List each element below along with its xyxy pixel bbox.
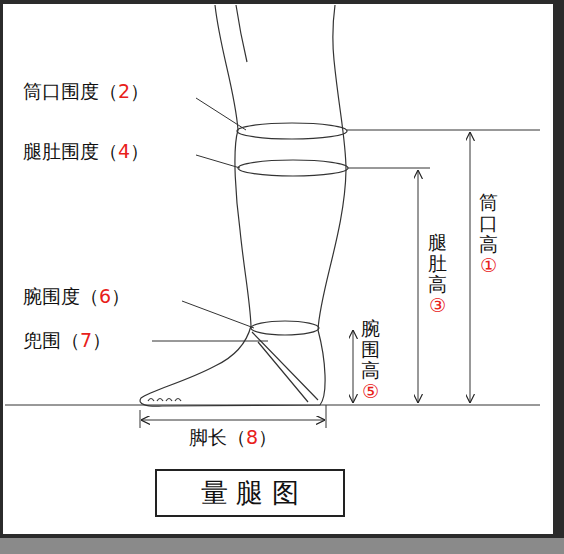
knee-line	[236, 5, 247, 62]
bottom-strip	[0, 538, 564, 554]
dimension-label: 筒口高①	[478, 192, 499, 276]
cuff-ring	[237, 123, 347, 139]
ankle-ring	[251, 321, 319, 335]
dimension-label: 腿肚高③	[427, 232, 448, 316]
part-label: 腕围度（6）	[22, 285, 131, 308]
part-label: 兜围（7）	[22, 329, 112, 352]
cuff-level-line	[347, 130, 540, 131]
tick	[326, 405, 327, 428]
part-label: 腿肚围度（4）	[22, 140, 150, 163]
calf-ring	[238, 160, 348, 176]
part-label: 筒口围度（2）	[22, 80, 150, 103]
dimension-arrow	[141, 420, 325, 421]
heel-girth-line	[252, 332, 318, 402]
leader-line	[196, 155, 240, 168]
dimension-label: 脚长（8）	[188, 426, 278, 449]
ground-line	[5, 405, 540, 406]
calf-level-line	[348, 168, 430, 169]
toes	[148, 399, 181, 402]
leader-line	[152, 341, 268, 342]
leader-line	[196, 98, 246, 130]
dimension-arrow	[470, 132, 471, 403]
title-box: 量 腿 图	[155, 469, 345, 517]
leader-line	[182, 301, 254, 328]
paper	[3, 4, 553, 534]
dimension-arrow	[418, 170, 419, 403]
leg-outline	[140, 5, 346, 406]
tick	[140, 410, 141, 428]
dimension-label: 腕围高⑤	[360, 318, 381, 402]
dimension-arrow	[353, 330, 354, 403]
